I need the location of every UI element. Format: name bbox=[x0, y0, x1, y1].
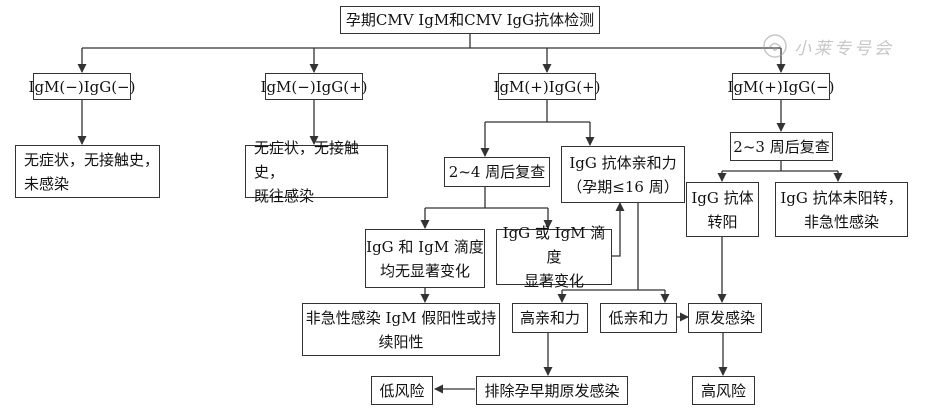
node-igg-seroconvert: IgG 抗体 转阳 bbox=[686, 182, 759, 237]
node-igg-not-seroconvert: IgG 抗体未阳转， 非急性感染 bbox=[775, 182, 908, 237]
node-low-avidity: 低亲和力 bbox=[600, 303, 677, 333]
node-non-acute-false-positive: 非急性感染 IgM 假阳性或持 续阳性 bbox=[302, 303, 500, 356]
node-no-symptom-uninfected: 无症状，无接触史， 未感染 bbox=[15, 145, 160, 198]
root-node: 孕期CMV IgM和CMV IgG抗体检测 bbox=[340, 6, 600, 34]
node-igg-avidity: IgG 抗体亲和力 （孕期≤16 周） bbox=[561, 146, 685, 203]
node-titer-significant-change: IgG 或 IgM 滴度 显著变化 bbox=[496, 224, 612, 290]
watermark: 小莱专号会 bbox=[762, 32, 902, 60]
node-recheck-2-4-weeks: 2~4 周后复查 bbox=[444, 157, 550, 187]
node-igm-neg-igg-pos: IgM(−)IgG(+) bbox=[261, 73, 367, 100]
watermark-logo-icon bbox=[763, 34, 787, 58]
edge-titer-change-to-avidity bbox=[612, 202, 625, 257]
node-igm-neg-igg-neg: IgM(−)IgG(−) bbox=[29, 73, 135, 100]
node-low-risk: 低风险 bbox=[371, 376, 433, 405]
node-recheck-2-3-weeks: 2~3 周后复查 bbox=[730, 132, 833, 161]
node-no-symptom-past: 无症状，无接触史， 既往感染 bbox=[245, 139, 388, 205]
node-high-avidity: 高亲和力 bbox=[512, 303, 588, 333]
node-igm-pos-igg-pos: IgM(+)IgG(+) bbox=[494, 73, 600, 100]
node-primary-infection: 原发感染 bbox=[688, 303, 762, 333]
node-titer-no-change: IgG 和 IgM 滴度 均无显著变化 bbox=[365, 229, 485, 288]
watermark-text: 小莱专号会 bbox=[794, 38, 894, 59]
node-high-risk: 高风险 bbox=[692, 376, 755, 405]
node-exclude-early-primary: 排除孕早期原发感染 bbox=[476, 376, 628, 405]
node-igm-pos-igg-neg: IgM(+)IgG(−) bbox=[728, 73, 834, 100]
